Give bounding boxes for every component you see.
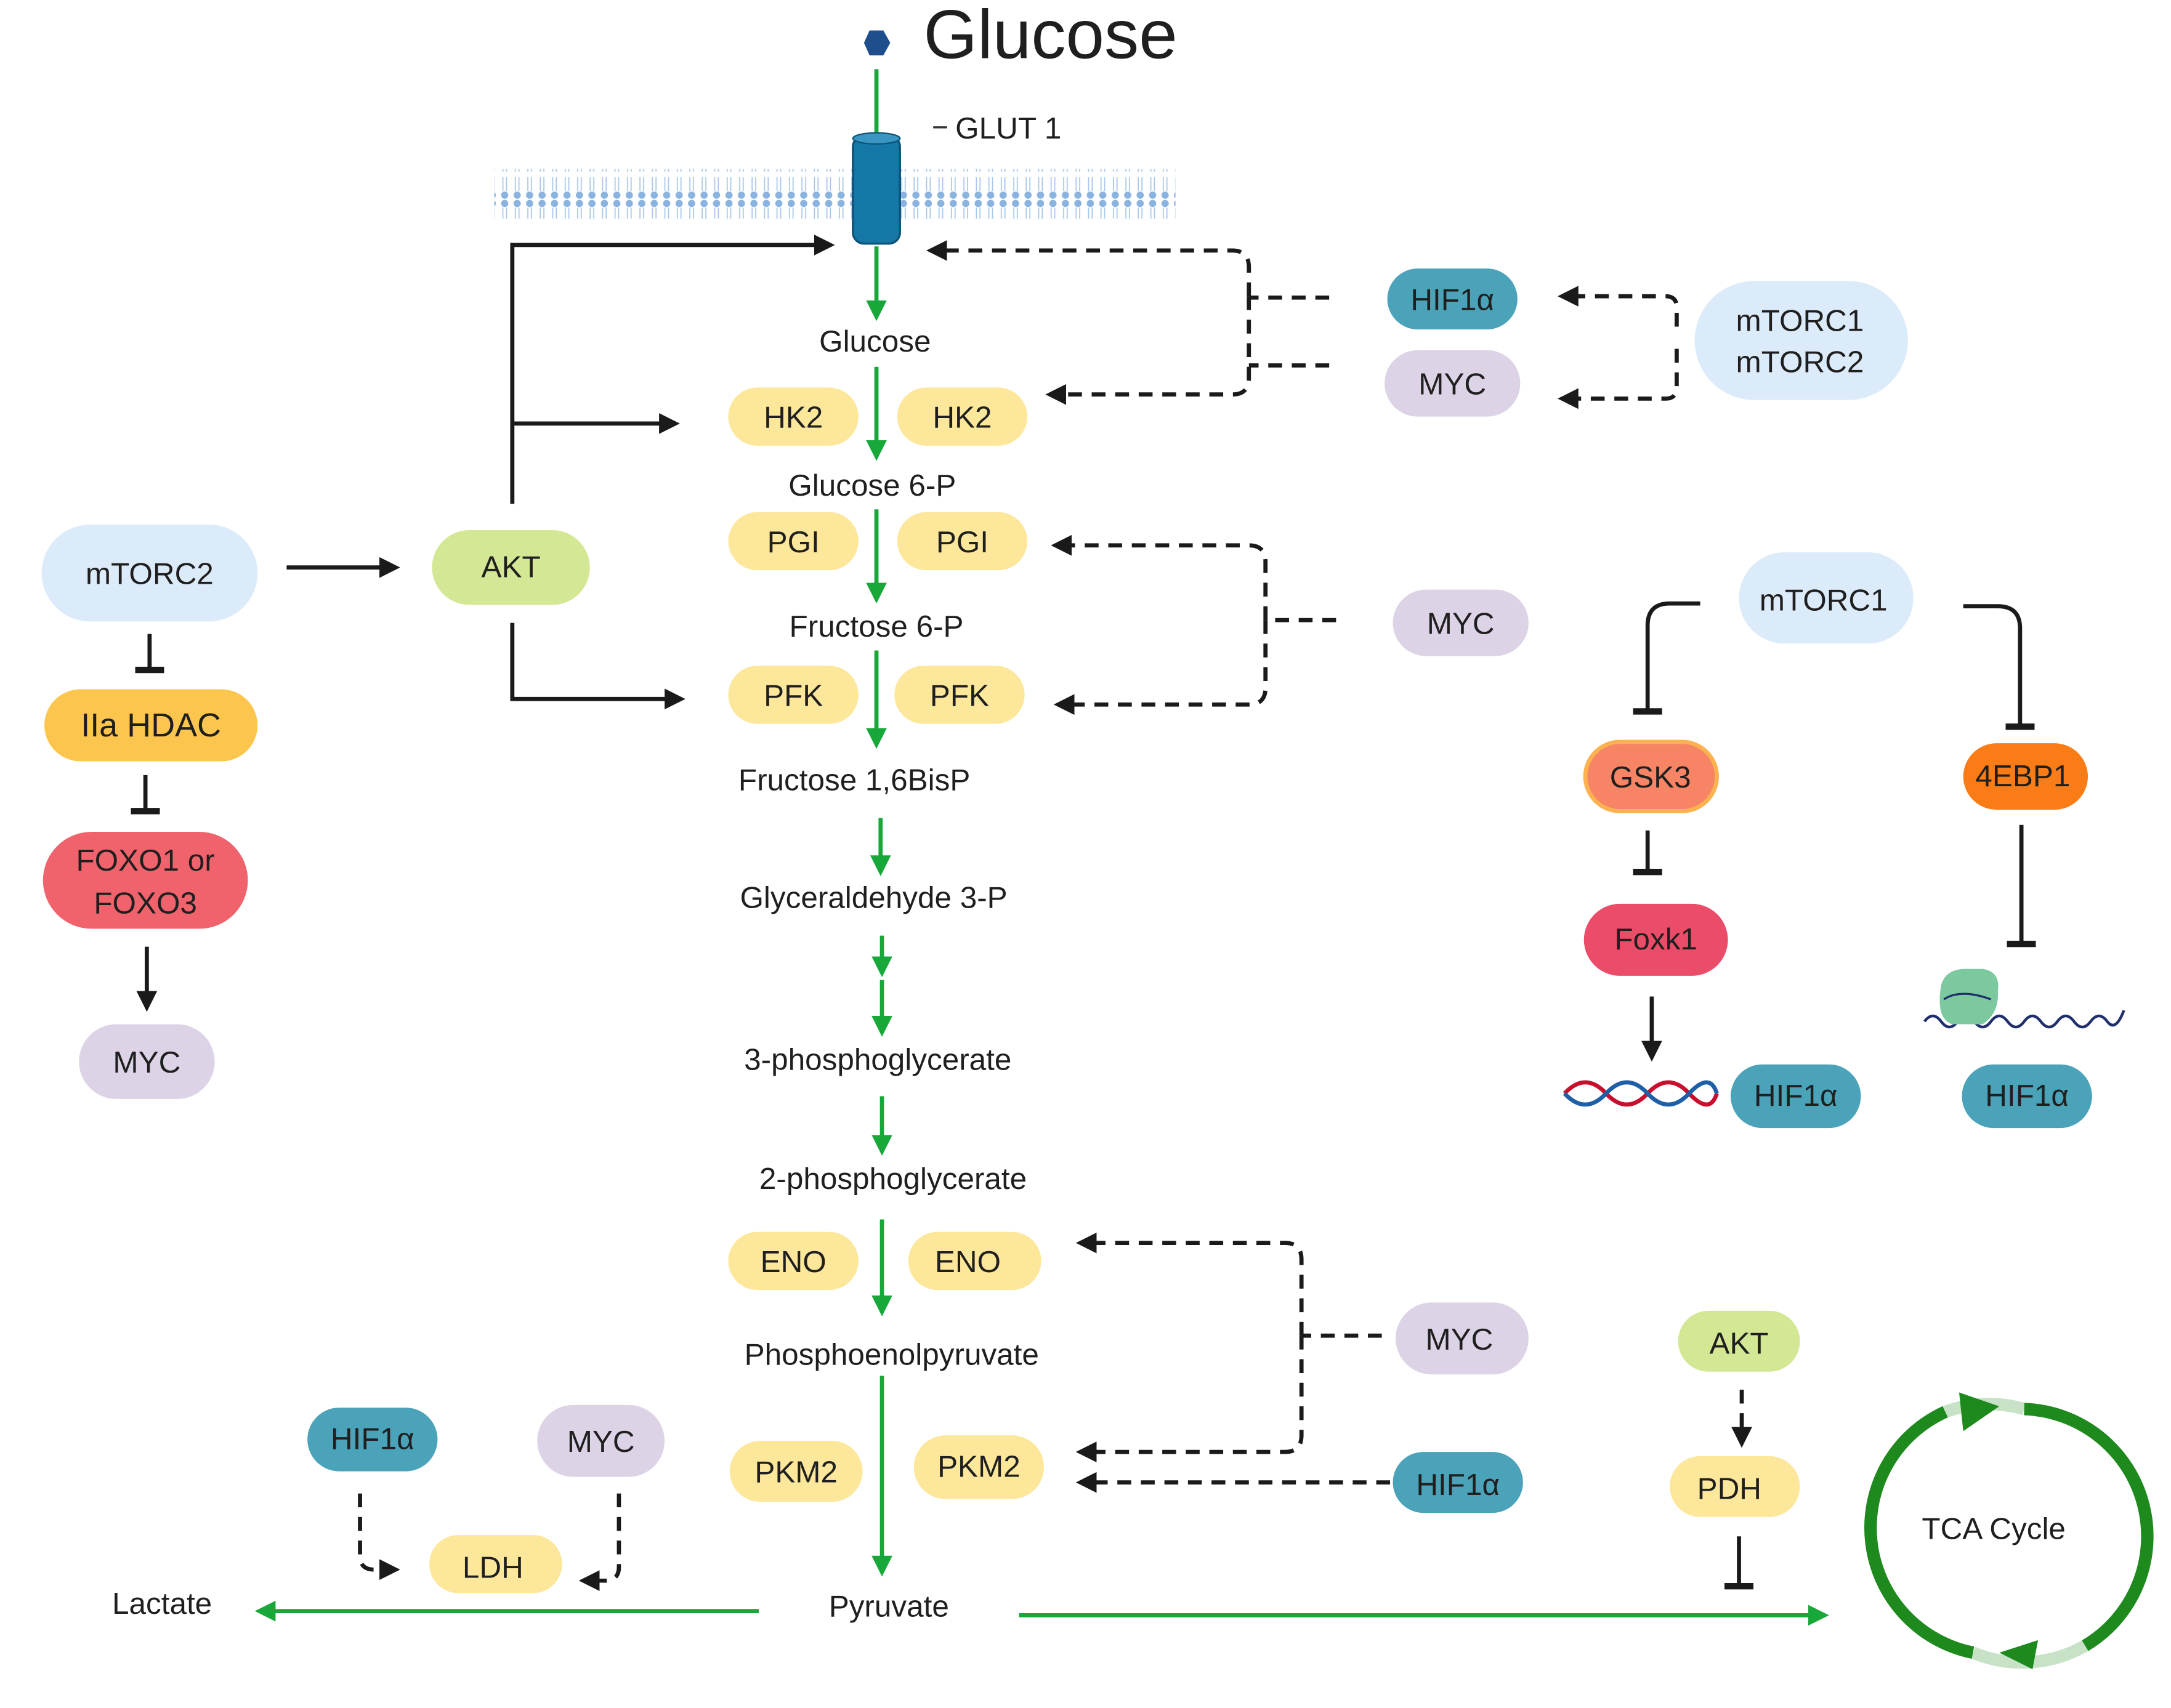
svg-text:PDH: PDH	[1697, 1472, 1761, 1506]
glut1-label: GLUT 1	[955, 111, 1061, 145]
svg-text:HIF1α: HIF1α	[331, 1422, 414, 1456]
metabolite-2-phosphoglycerate: 2-phosphoglycerate	[759, 1162, 1027, 1196]
svg-text:4EBP1: 4EBP1	[1975, 759, 2070, 793]
svg-text:ENO: ENO	[935, 1245, 1001, 1279]
enzyme-pdh: PDH	[1670, 1456, 1800, 1517]
mtorc1-inhibits-4ebp1	[1963, 604, 2035, 730]
svg-text:TCA Cycle: TCA Cycle	[1922, 1512, 2066, 1546]
regulator-hif1a-ldh: HIF1α	[307, 1408, 438, 1472]
enzyme-eno-b: ENO	[908, 1231, 1041, 1291]
regulator-akt-pdh: AKT	[1678, 1310, 1800, 1372]
right-4ebp1: 4EBP1	[1963, 743, 2088, 810]
svg-text:mTORC1: mTORC1	[1760, 583, 1888, 617]
enzyme-pgi-b: PGI	[897, 512, 1028, 571]
svg-text:HK2: HK2	[764, 401, 823, 435]
regulator-myc-ldh: MYC	[537, 1404, 665, 1477]
svg-text:PFK: PFK	[930, 679, 989, 712]
glycolysis-spine-arrows	[254, 246, 1829, 1626]
svg-text:AKT: AKT	[1709, 1327, 1768, 1361]
enzyme-pfk-a: PFK	[728, 666, 859, 724]
lipid-membrane-icon	[494, 169, 1176, 219]
regulator-hif1a-top: HIF1α	[1387, 268, 1518, 330]
enzyme-pkm2-b: PKM2	[913, 1435, 1045, 1499]
right-hif1a-rna: HIF1α	[1962, 1064, 2092, 1129]
svg-text:HIF1α: HIF1α	[1985, 1079, 2069, 1113]
svg-text:PGI: PGI	[767, 525, 820, 559]
svg-text:ENO: ENO	[761, 1245, 827, 1279]
svg-text:MYC: MYC	[113, 1045, 180, 1079]
dna-helix-icon	[1563, 1080, 1719, 1107]
right-mtorc1: mTORC1	[1739, 552, 1914, 644]
svg-text:PKM2: PKM2	[937, 1450, 1021, 1484]
left-foxo: FOXO1 or FOXO3	[42, 832, 248, 929]
enzyme-hk2-a: HK2	[728, 387, 859, 446]
svg-text:GSK3: GSK3	[1610, 760, 1691, 794]
svg-text:FOXO1 or: FOXO1 or	[76, 844, 214, 877]
svg-text:MYC: MYC	[1426, 1323, 1494, 1356]
regulator-mtorc1-mtorc2: mTORC1 mTORC2	[1694, 281, 1908, 400]
svg-text:PGI: PGI	[936, 525, 988, 559]
regulator-myc-pgi-pfk: MYC	[1393, 589, 1529, 656]
enzyme-pkm2-a: PKM2	[729, 1441, 863, 1502]
right-hif1a-dna: HIF1α	[1731, 1064, 1861, 1129]
metabolite-glucose: Glucose	[819, 324, 931, 358]
svg-text:MYC: MYC	[1418, 368, 1486, 401]
metabolite-fructose-6p: Fructose 6-P	[790, 610, 964, 643]
ribosome-mrna-icon	[1923, 969, 2125, 1029]
left-akt: AKT	[432, 530, 590, 605]
svg-text:PKM2: PKM2	[754, 1456, 838, 1489]
svg-text:PFK: PFK	[764, 679, 823, 712]
svg-text:mTORC2: mTORC2	[86, 557, 214, 591]
svg-text:FOXO3: FOXO3	[94, 887, 197, 920]
metabolite-fructose-16bisp: Fructose 1,6BisP	[738, 763, 970, 797]
enzyme-pgi-a: PGI	[728, 512, 859, 571]
mtorc1-inhibits-gsk3	[1633, 601, 1700, 715]
svg-text:HIF1α: HIF1α	[1754, 1079, 1838, 1113]
svg-text:mTORC1: mTORC1	[1736, 304, 1864, 337]
enzyme-pfk-b: PFK	[894, 666, 1025, 724]
left-mtorc2: mTORC2	[41, 524, 258, 622]
metabolite-glyceraldehyde-3p: Glyceraldehyde 3-P	[740, 881, 1007, 915]
dashed-regulation-arrows	[358, 240, 1752, 1592]
extracellular-glucose-label: Glucose	[923, 0, 1177, 73]
akt-activation-arrows	[510, 235, 835, 710]
regulator-myc-top: MYC	[1385, 350, 1521, 417]
svg-text:AKT: AKT	[482, 550, 541, 584]
metabolite-pyruvate: Pyruvate	[829, 1590, 949, 1624]
glut1-transporter-icon	[852, 132, 901, 245]
tca-cycle-icon: TCA Cycle	[1864, 1392, 2154, 1670]
svg-text:LDH: LDH	[463, 1551, 524, 1585]
regulator-hif1a-pkm2: HIF1α	[1393, 1452, 1523, 1513]
enzyme-eno-a: ENO	[728, 1231, 859, 1291]
svg-text:mTORC2: mTORC2	[1736, 345, 1864, 379]
svg-text:HK2: HK2	[932, 401, 992, 435]
svg-text:HIF1α: HIF1α	[1410, 283, 1494, 317]
metabolite-3-phosphoglycerate: 3-phosphoglycerate	[744, 1043, 1011, 1077]
left-iia-hdac: IIa HDAC	[44, 689, 258, 762]
regulator-myc-eno-pkm2: MYC	[1396, 1302, 1529, 1375]
left-myc: MYC	[79, 1024, 215, 1099]
right-foxk1: Foxk1	[1583, 903, 1728, 976]
svg-text:MYC: MYC	[1427, 607, 1495, 641]
glucose-hexagon-icon	[863, 30, 891, 55]
svg-text:IIa HDAC: IIa HDAC	[81, 707, 221, 744]
right-gsk3: GSK3	[1583, 739, 1719, 813]
enzyme-hk2-b: HK2	[897, 387, 1028, 446]
svg-text:MYC: MYC	[567, 1425, 635, 1459]
svg-text:Foxk1: Foxk1	[1614, 922, 1697, 956]
metabolite-glucose-6p: Glucose 6-P	[788, 469, 956, 502]
metabolite-lactate: Lactate	[112, 1587, 212, 1621]
enzyme-ldh: LDH	[429, 1535, 562, 1593]
svg-text:HIF1α: HIF1α	[1416, 1468, 1500, 1502]
metabolite-phosphoenolpyruvate: Phosphoenolpyruvate	[745, 1338, 1039, 1372]
